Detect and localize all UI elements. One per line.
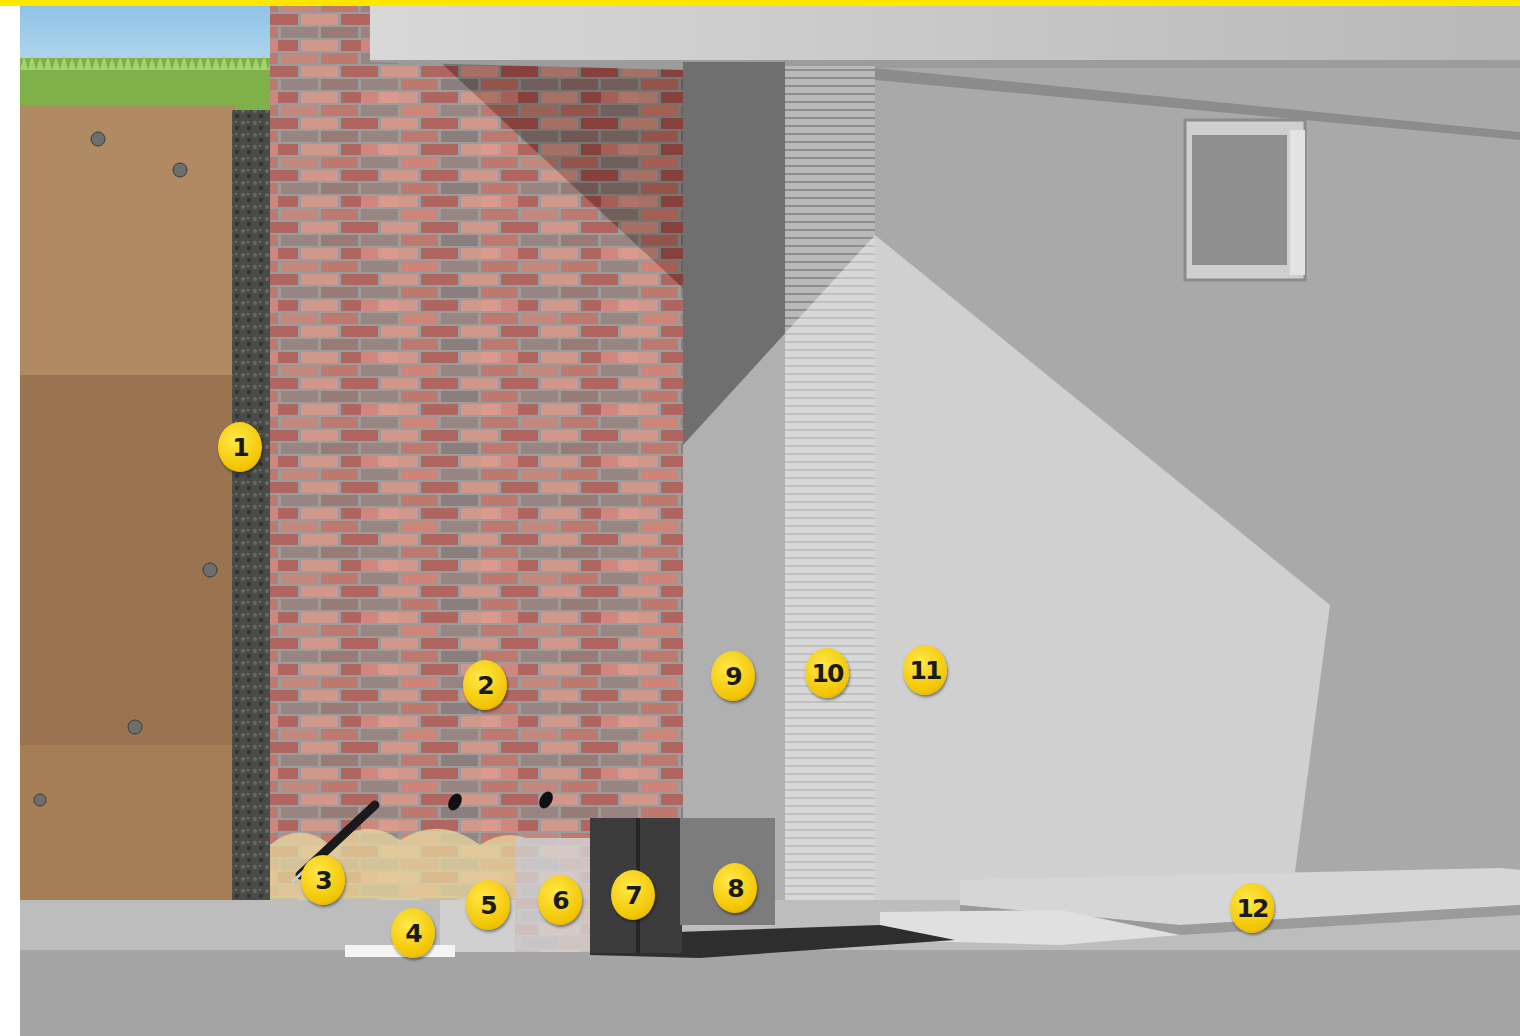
callout-number: 1: [218, 422, 262, 472]
callout-number: 2: [463, 660, 507, 710]
callout-number: 6: [538, 875, 582, 925]
callout-number: 12: [1230, 883, 1274, 933]
callout-number: 8: [713, 863, 757, 913]
callout-number: 10: [805, 648, 849, 698]
callout-number: 5: [466, 880, 510, 930]
callout-number: 3: [301, 855, 345, 905]
callout-number: 4: [391, 908, 435, 958]
callout-number: 9: [711, 651, 755, 701]
callout-number: 11: [903, 645, 947, 695]
callout-number: 7: [611, 870, 655, 920]
